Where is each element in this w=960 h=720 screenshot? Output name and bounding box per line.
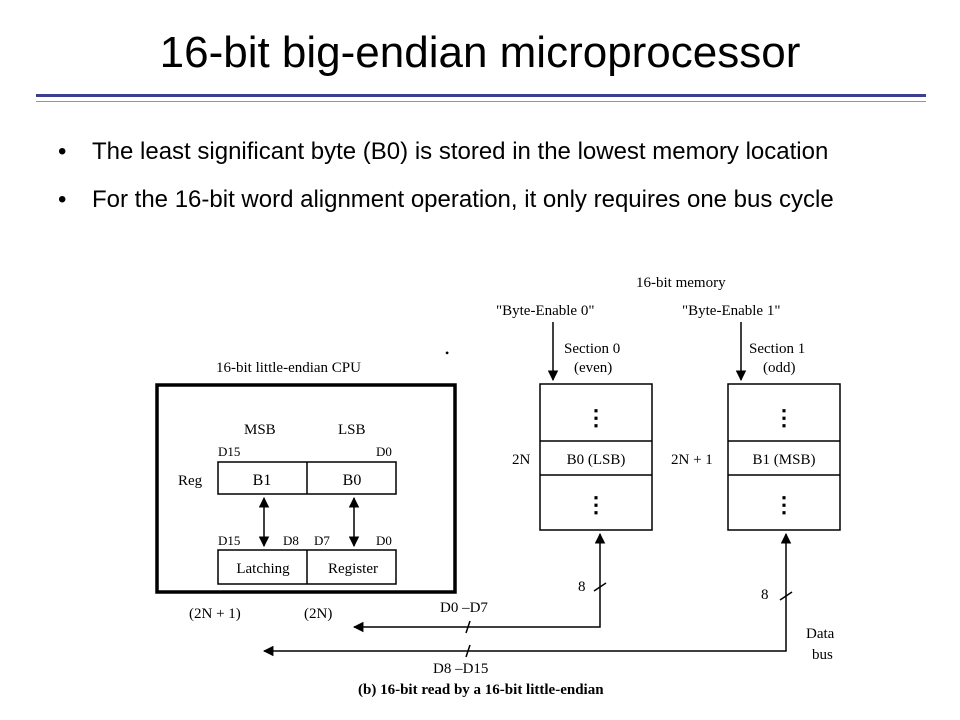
data-bus-high xyxy=(262,532,792,657)
byte-enable-0-label: "Byte-Enable 0" xyxy=(496,303,594,319)
register-cell: Register xyxy=(328,561,378,577)
bus-width-even: 8 xyxy=(578,579,586,595)
bullet-dot: • xyxy=(58,138,67,165)
msb-label: MSB xyxy=(244,422,276,438)
data-bus-label-line2: bus xyxy=(812,647,833,663)
section-1-ellipsis-top: ⋮ xyxy=(773,405,795,430)
reg-label: Reg xyxy=(178,473,203,489)
memory-title: 16-bit memory xyxy=(636,275,726,291)
bus-width-odd: 8 xyxy=(761,587,769,603)
stray-mark: • xyxy=(445,346,449,360)
latching-cell: Latching xyxy=(236,561,290,577)
latch-d8-label: D8 xyxy=(283,533,299,548)
section-1-sub-label: (odd) xyxy=(763,360,796,376)
latch-d0-label: D0 xyxy=(376,533,392,548)
title-underline-thin xyxy=(36,101,926,102)
memory-section-1 xyxy=(727,383,841,531)
reg-d0-label: D0 xyxy=(376,444,392,459)
bus-high-tick xyxy=(465,644,471,658)
b1-cell: B1 xyxy=(253,472,272,489)
latch-d7-label: D7 xyxy=(314,533,330,548)
addr-even-label: (2N) xyxy=(304,606,332,622)
bullet-text: For the 16-bit word alignment operation,… xyxy=(92,186,834,213)
memory-addr-odd: 2N + 1 xyxy=(671,452,713,468)
bus-high-label: D8 –D15 xyxy=(433,661,488,677)
title-underline xyxy=(36,94,926,97)
section-0-label: Section 0 xyxy=(564,341,620,357)
figure-caption: (b) 16-bit read by a 16-bit little-endia… xyxy=(358,682,604,698)
byte-enable-1-label: "Byte-Enable 1" xyxy=(682,303,780,319)
slide-title: 16-bit big-endian microprocessor xyxy=(159,28,801,77)
section-0-sub-label: (even) xyxy=(574,360,612,376)
section-0-ellipsis-bottom: ⋮ xyxy=(585,492,607,517)
memory-addr-even: 2N xyxy=(512,452,531,468)
section-1-ellipsis-bottom: ⋮ xyxy=(773,492,795,517)
section-0-cell-b0: B0 (LSB) xyxy=(567,452,626,468)
section-1-cell-b1: B1 (MSB) xyxy=(753,452,816,468)
reg-d15-label: D15 xyxy=(218,444,240,459)
bullet-dot: • xyxy=(58,186,67,213)
bullet-item: • The least significant byte (B0) is stor… xyxy=(58,136,888,168)
b0-cell: B0 xyxy=(343,472,362,489)
data-bus-label-line1: Data xyxy=(806,626,835,642)
latch-d15-label: D15 xyxy=(218,533,240,548)
lsb-label: LSB xyxy=(338,422,366,438)
memory-section-0 xyxy=(539,383,653,531)
bullet-text: The least significant byte (B0) is store… xyxy=(92,138,829,165)
section-1-label: Section 1 xyxy=(749,341,805,357)
bus-width-tick-odd xyxy=(779,591,793,601)
bullet-item: • For the 16-bit word alignment operation… xyxy=(58,184,888,216)
cpu-title: 16-bit little-endian CPU xyxy=(216,360,361,376)
bus-width-tick-even xyxy=(593,582,607,592)
bus-low-label: D0 –D7 xyxy=(440,600,488,616)
addr-odd-label: (2N + 1) xyxy=(189,606,241,622)
bullet-list: • The least significant byte (B0) is stor… xyxy=(58,136,888,232)
bus-low-tick xyxy=(465,620,471,634)
section-0-ellipsis-top: ⋮ xyxy=(585,405,607,430)
